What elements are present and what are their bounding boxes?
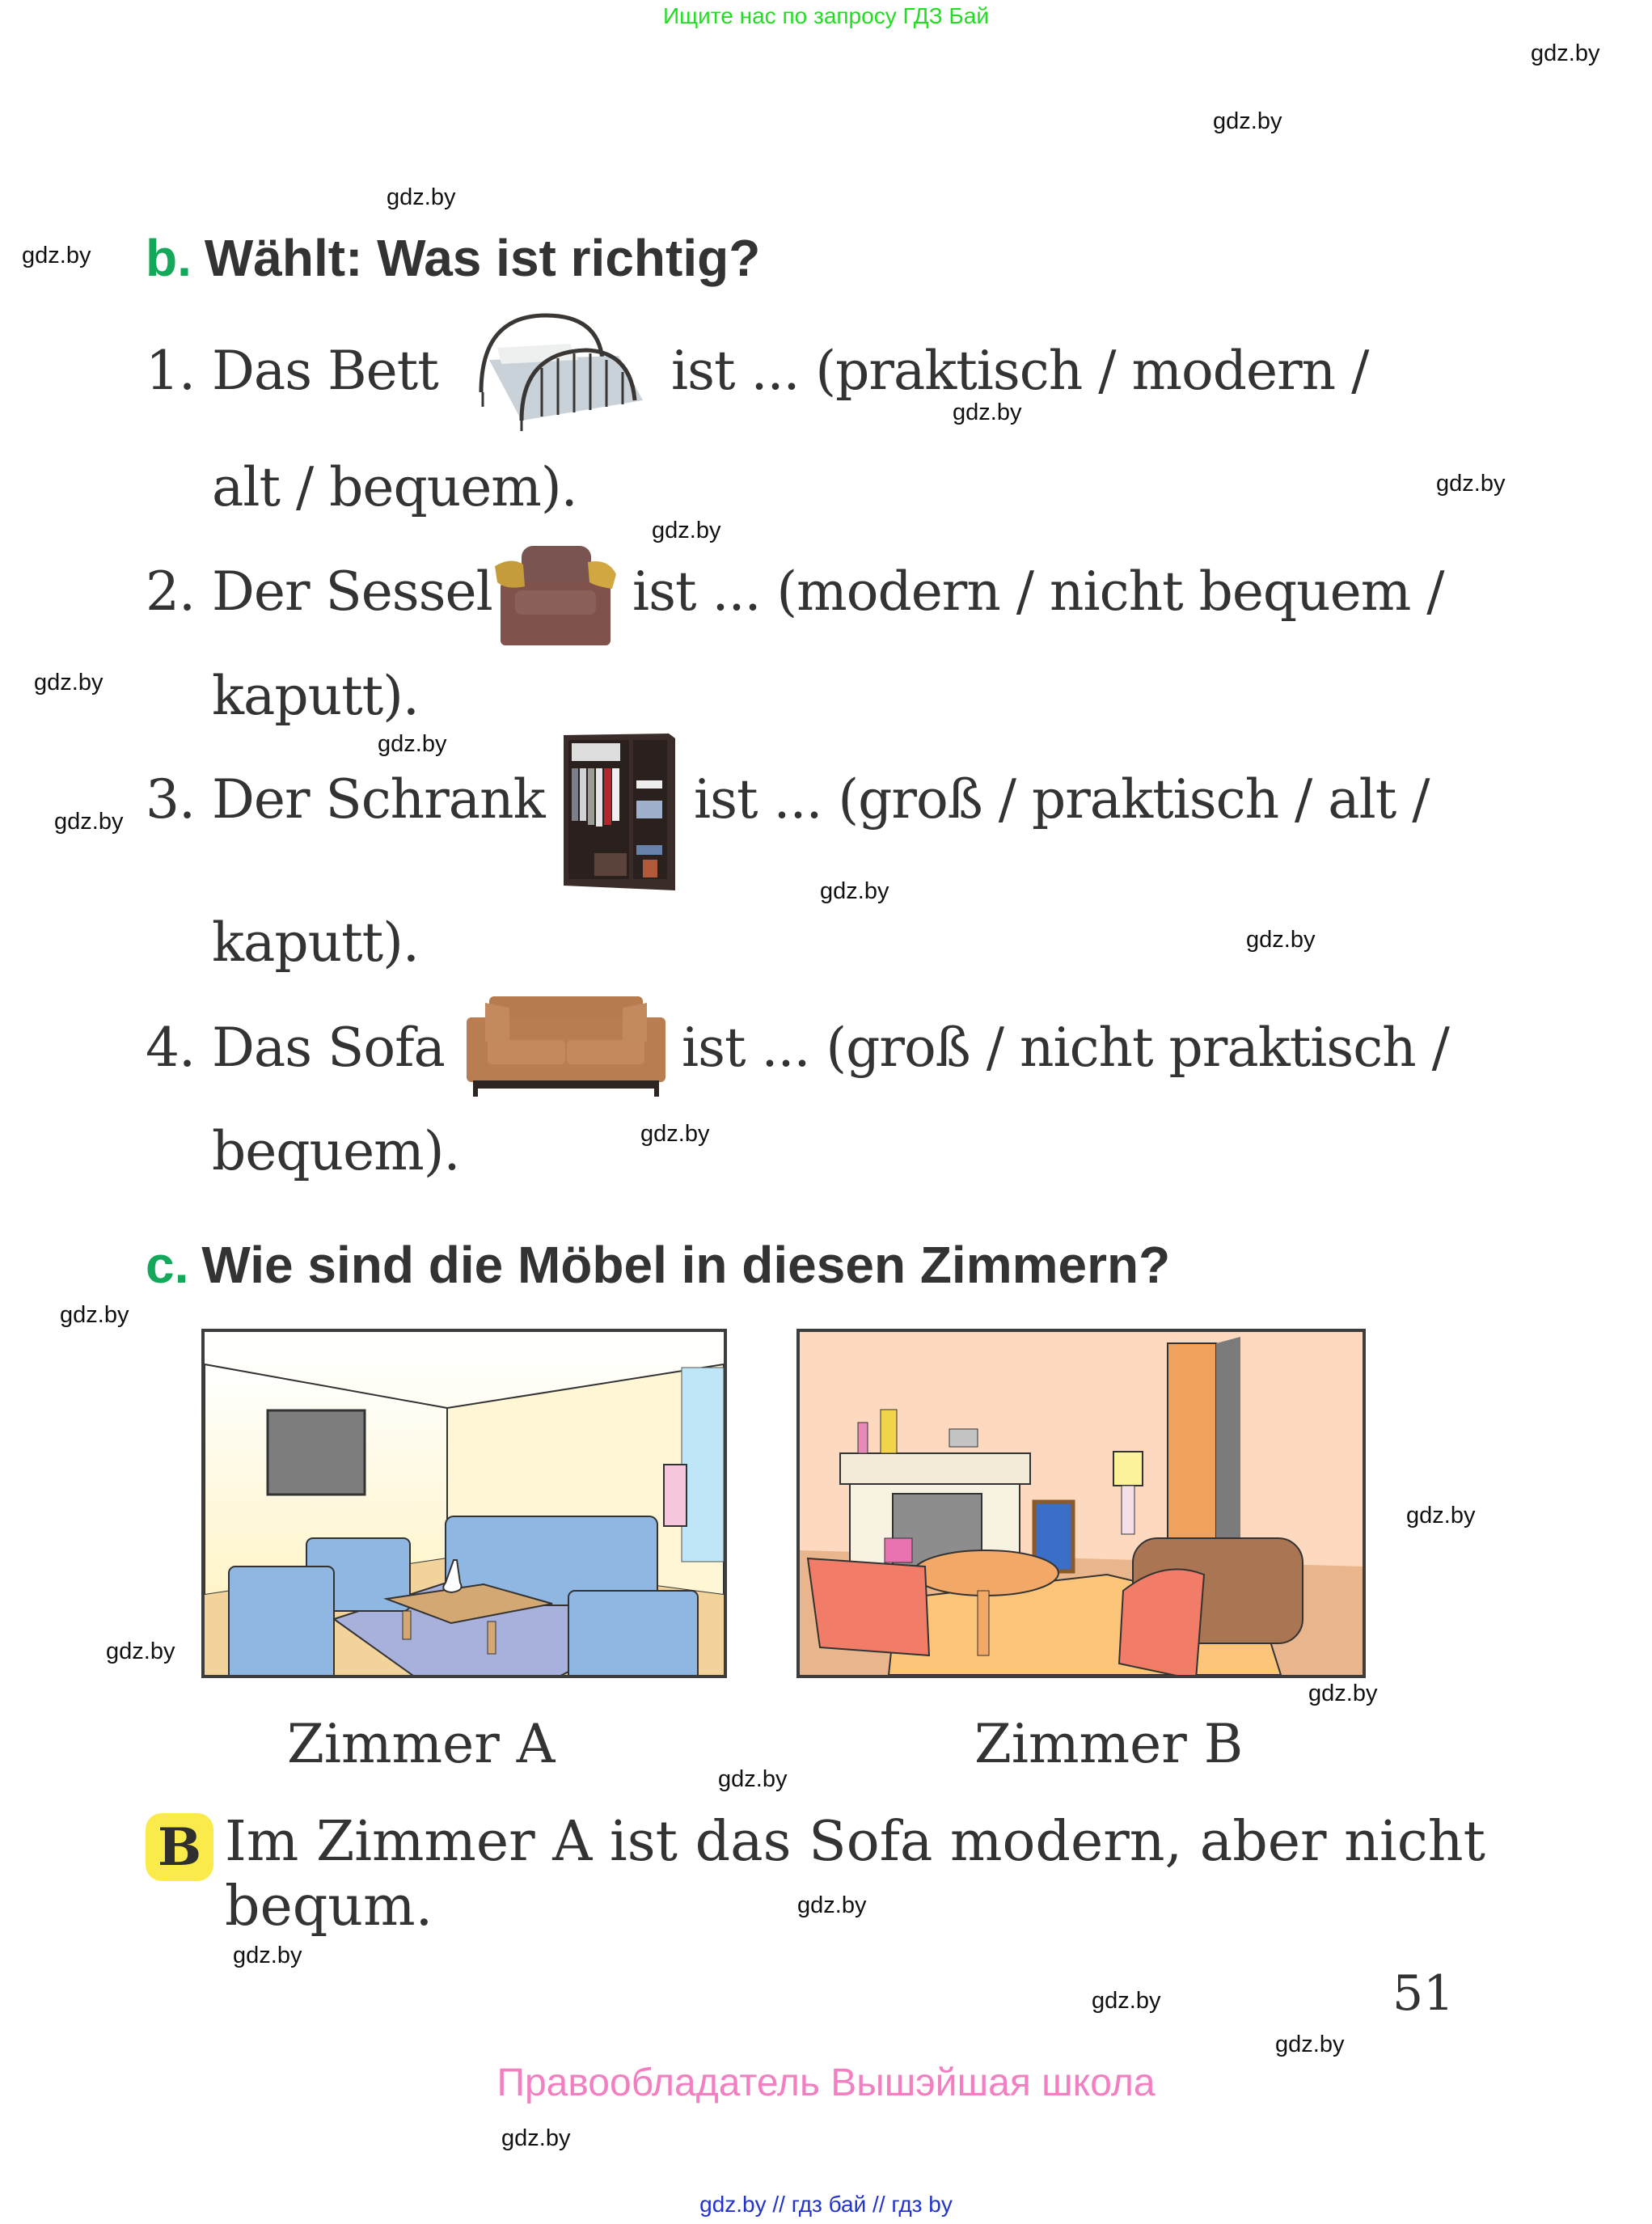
watermark: gdz.by [60, 1302, 129, 1328]
sofa-image [467, 996, 665, 1097]
item-1-options-cont: alt / bequem). [212, 456, 578, 518]
watermark: gdz.by [378, 731, 447, 757]
item-subject: Das Bett [212, 340, 439, 402]
watermark: gdz.by [797, 1892, 867, 1918]
armchair-image [495, 546, 616, 645]
item-subject: Der Sessel [212, 560, 493, 623]
item-number: 2. [146, 560, 196, 623]
watermark: gdz.by [34, 670, 104, 696]
watermark: gdz.by [1213, 108, 1282, 134]
item-4: 4. Das Sofa [146, 1017, 446, 1079]
item-number: 3. [146, 768, 196, 831]
section-c-title: Wie sind die Möbel in diesen Zimmern? [201, 1236, 1171, 1294]
example-sentence-line2: bequm. [225, 1875, 433, 1939]
item-1-options: ist ... (praktisch / modern / [671, 340, 1369, 402]
watermark: gdz.by [106, 1638, 175, 1664]
item-3: 3. Der Schrank [146, 768, 546, 831]
item-subject: Der Schrank [212, 768, 546, 831]
section-b-title: Wählt: Was ist richtig? [204, 229, 761, 287]
item-number: 1. [146, 340, 196, 402]
watermark: gdz.by [640, 1121, 710, 1147]
example-badge: B [146, 1813, 213, 1881]
watermark: gdz.by [1436, 471, 1506, 497]
room-b-illustration [796, 1329, 1366, 1678]
item-3-options-cont: kaputt). [212, 911, 420, 974]
watermark: gdz.by [1308, 1681, 1378, 1706]
item-4-options: ist ... (groß / nicht praktisch / [682, 1017, 1450, 1079]
item-2-options-cont: kaputt). [212, 665, 420, 727]
room-b-label: Zimmer B [974, 1713, 1244, 1775]
watermark: gdz.by [387, 184, 456, 210]
watermark: gdz.by [54, 809, 124, 835]
item-subject: Das Sofa [212, 1017, 446, 1079]
item-3-options: ist ... (groß / praktisch / alt / [694, 768, 1430, 831]
footer-links[interactable]: gdz.by // гдз бай // гдз by [699, 2192, 953, 2217]
room-a-label: Zimmer A [287, 1713, 556, 1775]
copyright-notice: Правообладатель Вышэйшая школа [496, 2061, 1156, 2104]
watermark: gdz.by [1275, 2032, 1345, 2057]
watermark: gdz.by [22, 243, 91, 268]
watermark: gdz.by [652, 518, 721, 543]
watermark: gdz.by [820, 878, 889, 904]
watermark: gdz.by [501, 2125, 571, 2151]
bed-image [479, 313, 643, 431]
item-2-options: ist ... (modern / nicht bequem / [632, 560, 1445, 623]
example-sentence-line1: Im Zimmer A ist das Sofa modern, aber ni… [225, 1810, 1485, 1874]
item-2: 2. Der Sessel [146, 560, 493, 623]
section-c-letter: c. [146, 1236, 189, 1294]
promo-banner: Ищите нас по запросу ГДЗ Бай [662, 3, 990, 28]
page-number: 51 [1392, 1965, 1455, 2022]
section-b-letter: b. [146, 229, 192, 287]
item-1: 1. Das Bett [146, 340, 439, 402]
watermark: gdz.by [953, 400, 1022, 425]
watermark: gdz.by [233, 1943, 302, 1968]
section-b-heading: b.Wählt: Was ist richtig? [146, 228, 760, 288]
wardrobe-image [564, 734, 675, 890]
watermark: gdz.by [1406, 1503, 1476, 1528]
section-c-heading: c.Wie sind die Möbel in diesen Zimmern? [146, 1235, 1170, 1295]
item-number: 4. [146, 1017, 196, 1079]
item-4-options-cont: bequem). [212, 1120, 460, 1182]
watermark: gdz.by [1246, 927, 1316, 953]
watermark: gdz.by [718, 1766, 788, 1792]
watermark: gdz.by [1092, 1988, 1161, 2014]
watermark: gdz.by [1531, 40, 1600, 66]
room-a-illustration [201, 1329, 727, 1678]
